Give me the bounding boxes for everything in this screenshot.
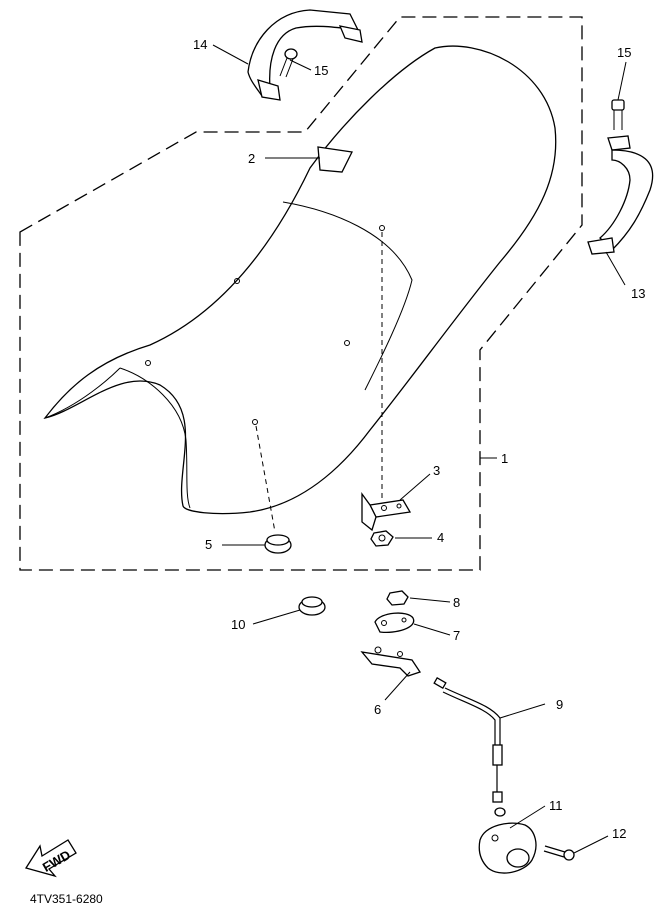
callout-10: 10 — [231, 617, 245, 632]
callout-8: 8 — [453, 595, 460, 610]
callout-2: 2 — [248, 151, 255, 166]
callout-12: 12 — [612, 826, 626, 841]
callout-14: 14 — [193, 37, 207, 52]
callout-9: 9 — [556, 697, 563, 712]
nut — [370, 530, 394, 547]
seat-lock-hook — [360, 646, 422, 677]
callout-15: 15 — [314, 63, 328, 78]
callout-13: 13 — [631, 286, 645, 301]
lock-nut — [386, 590, 409, 606]
lock-plate — [374, 612, 415, 634]
assembly-boundary — [19, 16, 583, 571]
seat-lock-cable — [433, 677, 503, 803]
callout-6: 6 — [374, 702, 381, 717]
callout-5: 5 — [205, 537, 212, 552]
grab-bar-rear — [247, 9, 363, 101]
side-bracket — [587, 135, 654, 255]
callout-1: 1 — [501, 451, 508, 466]
screw — [543, 845, 575, 861]
leader-lines — [212, 44, 627, 854]
callout-15: 15 — [617, 45, 631, 60]
seat-tag — [317, 146, 353, 173]
damper — [264, 534, 292, 554]
callout-3: 3 — [433, 463, 440, 478]
bolt-upper — [279, 48, 298, 78]
bolt-right — [611, 99, 625, 130]
grommet — [298, 596, 326, 616]
callout-4: 4 — [437, 530, 444, 545]
callout-7: 7 — [453, 628, 460, 643]
seat-lock-assembly — [478, 807, 537, 874]
bracket — [361, 492, 412, 532]
seat — [43, 45, 557, 515]
callout-11: 11 — [549, 798, 563, 813]
drawing-code: 4TV351-6280 — [30, 892, 103, 906]
forward-arrow-icon: FWD — [24, 839, 77, 878]
